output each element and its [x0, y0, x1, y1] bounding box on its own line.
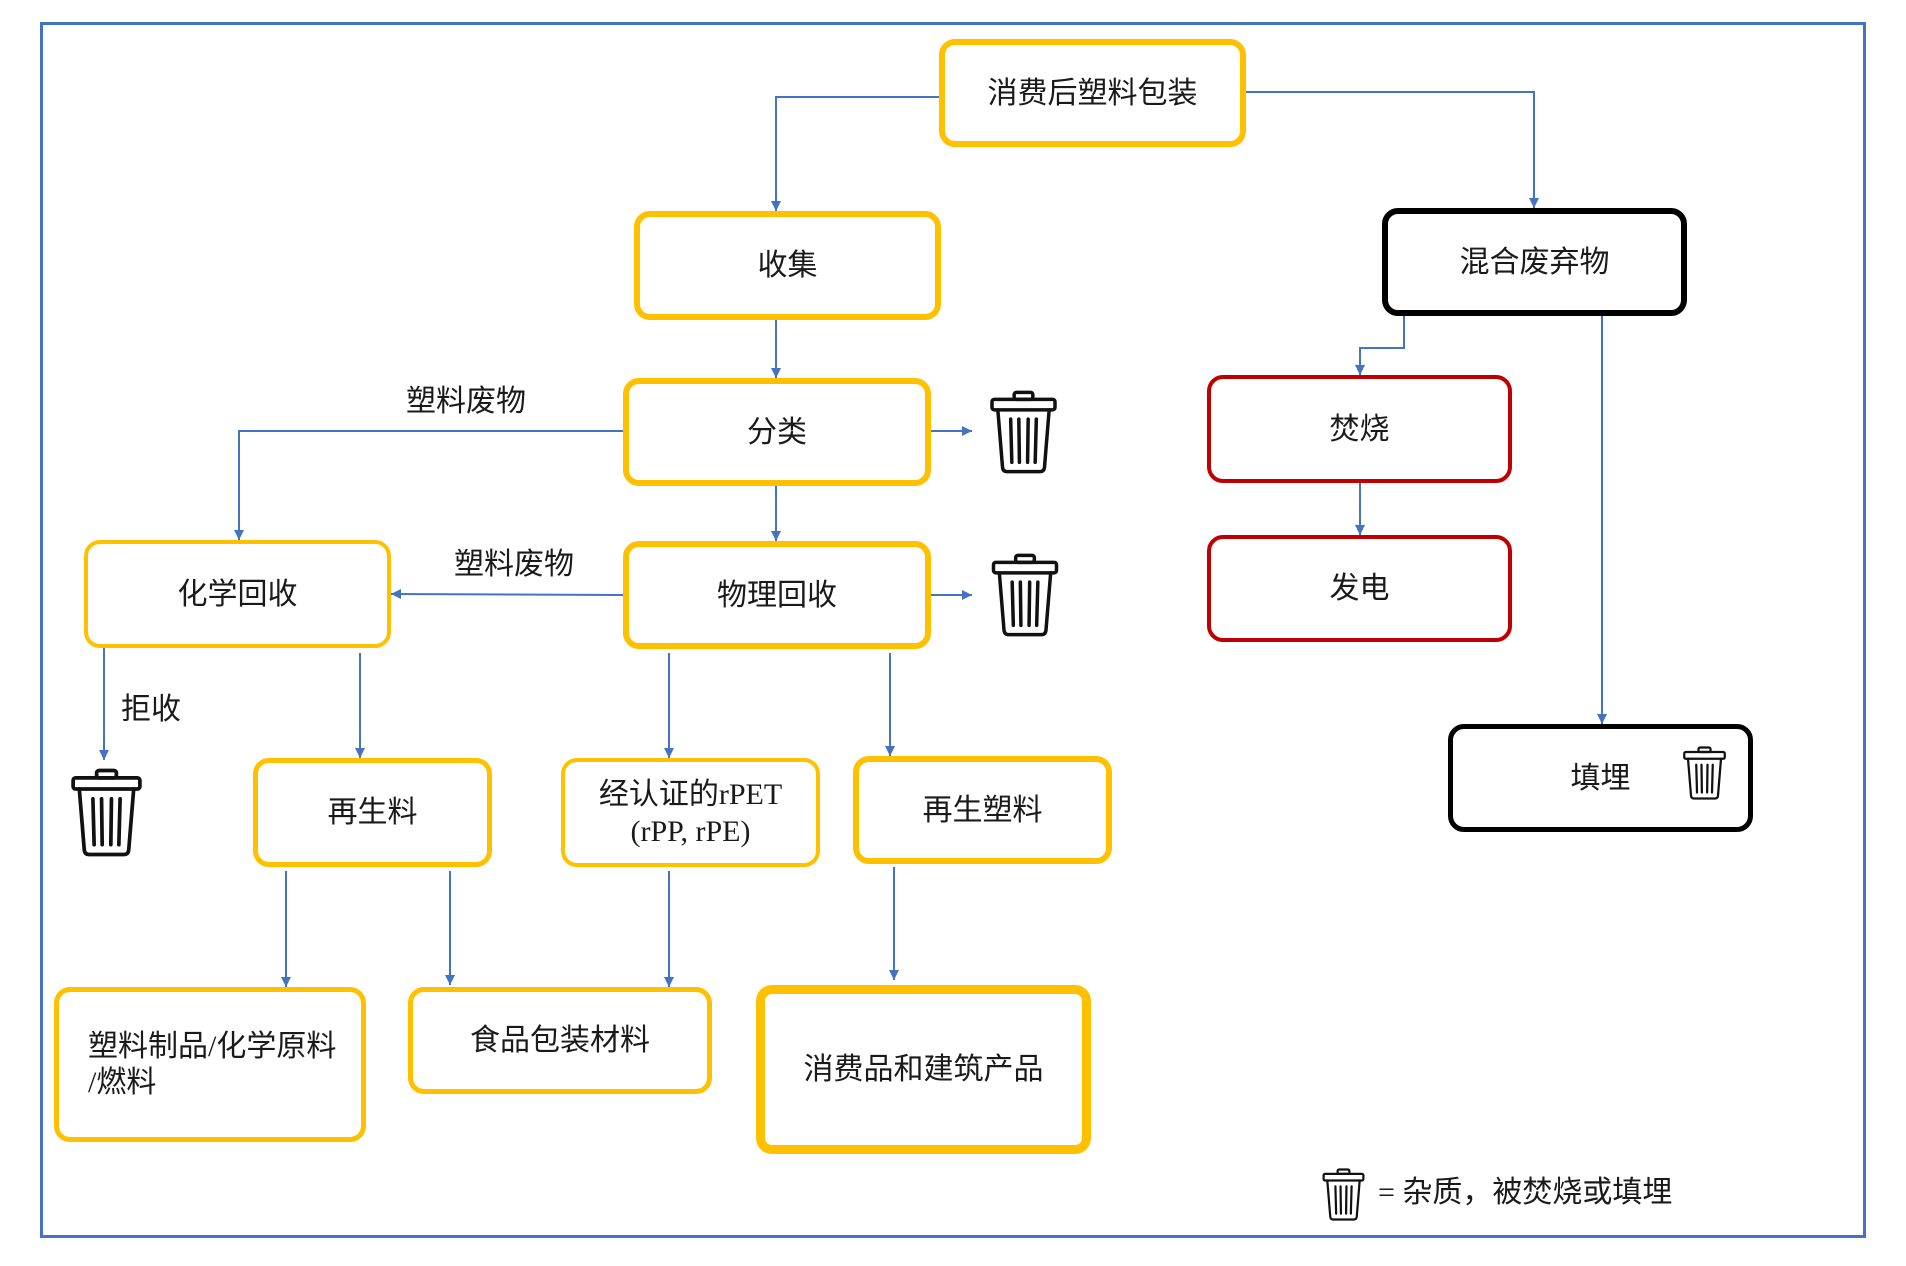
node-certified-rpet: 经认证的rPET (rPP, rPE) [561, 758, 820, 867]
arrow-sorting-to-chemical-recycling [234, 430, 623, 540]
node-label: 食品包装材料 [470, 1024, 650, 1057]
node-label: 发电 [1329, 572, 1390, 605]
node-incineration: 焚烧 [1207, 375, 1512, 483]
node-label-line-2: /燃料 [88, 1065, 157, 1099]
node-label: 焚烧 [1329, 412, 1390, 446]
node-label: 填埋 [1570, 761, 1631, 795]
node-label: 再生料 [327, 796, 418, 829]
node-sorting: 分类 [623, 378, 931, 486]
node-chemical-recycling: 化学回收 [84, 540, 391, 648]
arrow-packaging-to-collection [771, 96, 939, 211]
node-post-consumer-packaging: 消费后塑料包装 [939, 39, 1246, 147]
arrow-physical-to-chemical-recycling [390, 589, 624, 600]
edge-label-plastic-waste-from-physical: 塑料废物 [454, 548, 574, 581]
node-plastic-products: 塑料制品/化学原料 /燃料 [54, 987, 366, 1142]
node-label: 物理回收 [717, 578, 837, 612]
edge-label-plastic-waste-from-sorting: 塑料废物 [406, 385, 526, 418]
node-food-packaging: 食品包装材料 [408, 987, 712, 1094]
legend-text: = 杂质，被焚烧或填埋 [1378, 1176, 1673, 1209]
node-label: 分类 [747, 415, 807, 449]
node-label: 混合废弃物 [1459, 245, 1610, 279]
arrow-mixed-waste-to-incineration [1355, 316, 1405, 375]
node-label: 消费后塑料包装 [987, 76, 1198, 110]
trash-icon [990, 390, 1057, 474]
node-mixed-waste: 混合废弃物 [1382, 208, 1687, 316]
node-label-line-1: 经认证的rPET [598, 777, 783, 811]
node-physical-recycling: 物理回收 [623, 541, 931, 649]
node-landfill: 填埋 [1448, 724, 1753, 832]
node-recycled-plastic: 再生塑料 [853, 756, 1112, 864]
node-consumer-and-construction-products: 消费品和建筑产品 [756, 985, 1091, 1154]
node-collection: 收集 [634, 211, 941, 320]
edge-label-rejected: 拒收 [121, 693, 181, 726]
node-recycled-material: 再生料 [253, 758, 492, 867]
trash-icon [71, 768, 142, 857]
trash-icon [1683, 746, 1726, 800]
diagram-frame [40, 22, 1866, 1238]
trash-icon [1322, 1168, 1365, 1221]
node-label: 再生塑料 [922, 793, 1043, 827]
trash-icon [991, 553, 1059, 637]
node-power-generation: 发电 [1207, 535, 1512, 642]
arrow-packaging-to-mixed-waste [1246, 91, 1539, 208]
node-label-line-1: 塑料制品/化学原料 [88, 1029, 337, 1063]
node-label: 消费品和建筑产品 [803, 1053, 1044, 1086]
node-label: 化学回收 [177, 577, 298, 611]
node-label: 收集 [757, 249, 818, 282]
node-label-line-2: (rPP, rPE) [630, 814, 751, 848]
